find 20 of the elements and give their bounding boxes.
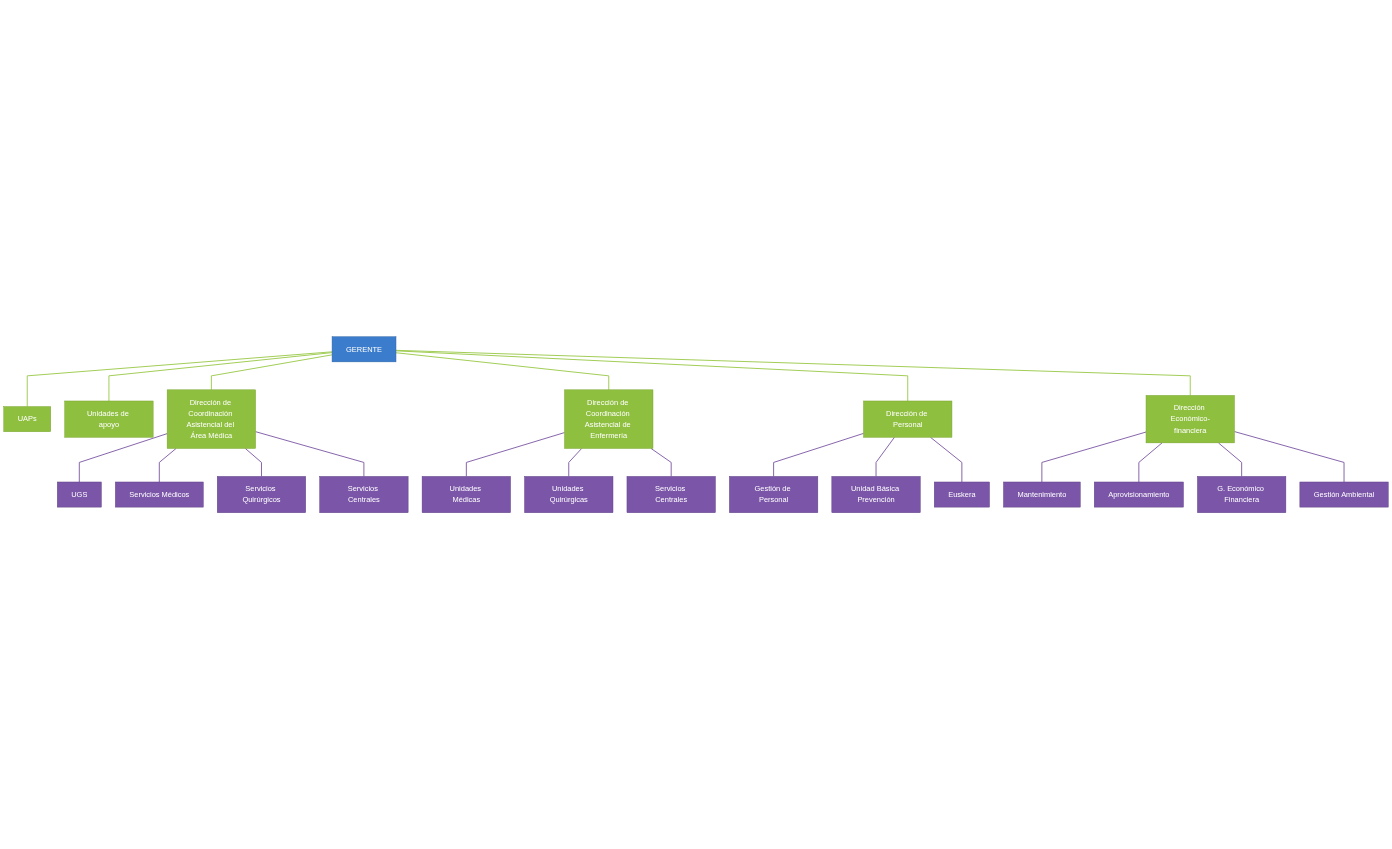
connector <box>929 436 963 483</box>
connector <box>568 447 583 477</box>
connector <box>395 350 909 402</box>
connector <box>465 431 565 477</box>
connector <box>78 432 168 483</box>
connector <box>1234 430 1345 483</box>
connector <box>395 352 610 391</box>
connector <box>1041 431 1147 483</box>
connector <box>1138 442 1163 483</box>
connector <box>255 431 365 477</box>
connector <box>210 354 333 391</box>
connector <box>773 432 864 477</box>
connector <box>26 351 333 407</box>
connector <box>875 436 895 477</box>
connector <box>650 447 672 477</box>
connector <box>1217 442 1243 477</box>
connector <box>108 351 333 402</box>
connector <box>244 447 262 477</box>
connector <box>158 447 177 483</box>
connector <box>395 349 1191 396</box>
